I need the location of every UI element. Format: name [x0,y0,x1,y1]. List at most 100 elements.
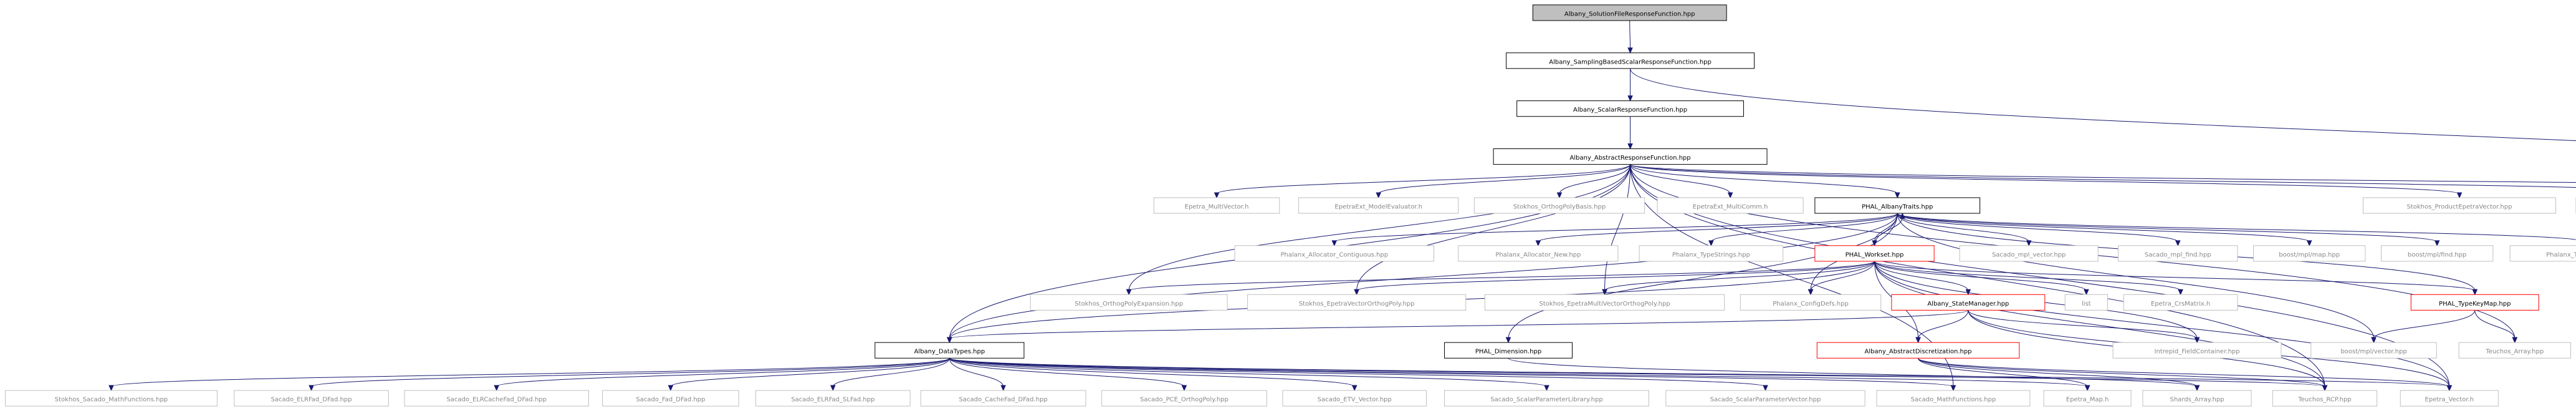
node-label: Sacado_ScalarParameterVector.hpp [1710,397,1821,404]
edge-phal_dim-to-shards_array [1508,357,2200,392]
edge-abstract_resp-to-stokhos_pemv [1630,164,2576,188]
node-box [2400,390,2499,407]
edge-phal_workset-to-epetra_vector [1874,261,2453,392]
node-box [1493,148,1768,165]
edge-scalar-to-abstract_resp [1627,116,1633,150]
edge-phal_workset-to-list [1874,261,2089,296]
node-sampling[interactable]: Albany_SamplingBasedScalarResponseFuncti… [1506,52,1755,69]
node-sacado-pce[interactable]: Sacado_PCE_OrthogPoly.hpp [1101,390,1267,407]
node-epetra-map[interactable]: Epetra_Map.h [2043,390,2132,407]
node-epetra-crs[interactable]: Epetra_CrsMatrix.h [2123,294,2238,311]
node-albany-sm[interactable]: Albany_StateManager.hpp [1891,294,2046,311]
node-box [1814,245,1935,262]
node-box [1484,294,1725,311]
node-box [234,390,389,407]
edge-albany_dt-to-sacado_cache [949,358,1006,392]
edge-phal_tkm-to-boost_vector [2371,310,2476,344]
node-teuchos-rcp[interactable]: Teuchos_RCP.hpp [2272,390,2378,407]
node-sacado-elrsl[interactable]: Sacado_ELRFad_SLFad.hpp [755,390,911,407]
node-label: PHAL_TypeKeyMap.hpp [2439,301,2511,307]
node-phalanx-ts[interactable]: Phalanx_TypeStrings.hpp [1639,245,1784,262]
edge-root-to-sampling [1627,20,1633,54]
edge-albany_ad-to-shards_array [1918,357,2200,392]
edge-albany_dt-to-sacado_mf [949,357,1956,392]
node-phalanx-ac[interactable]: Phalanx_Allocator_Contiguous.hpp [1234,245,1434,262]
edge-abstract_resp-to-phal_traits [1630,164,1900,199]
node-box [1444,390,1649,407]
node-epetraext-mc[interactable]: EpetraExt_MultiComm.h [1657,197,1804,214]
node-box [1473,197,1645,214]
node-stokhos-pev[interactable]: Stokhos_ProductEpetraVector.hpp [2362,197,2557,214]
node-phalanx-tb[interactable]: Phalanx_Traits_Base.hpp [2509,245,2576,262]
node-label: Epetra_Vector.h [2425,397,2474,404]
edge-albany_sm-to-intrepid_fc [1968,310,2200,344]
node-box [602,390,739,407]
node-label: Albany_SamplingBasedScalarResponseFuncti… [1549,59,1712,65]
node-albany-ad[interactable]: Albany_AbstractDiscretization.hpp [1816,342,2020,359]
node-label: Sacado_ELRFad_DFad.hpp [271,397,352,404]
node-boost-map[interactable]: boost/mpl/map.hpp [2253,245,2366,262]
node-list[interactable]: list [2064,294,2109,311]
node-label: Sacado_PCE_OrthogPoly.hpp [1140,397,1228,404]
node-label: PHAL_AlbanyTraits.hpp [1862,204,1933,211]
node-phalanx-cd[interactable]: Phalanx_ConfigDefs.hpp [1740,294,1882,311]
node-box [1876,390,2031,407]
node-phal-workset[interactable]: PHAL_Workset.hpp [1814,245,1935,262]
node-box [1298,197,1459,214]
node-intrepid-fc[interactable]: Intrepid_FieldContainer.hpp [2112,342,2282,359]
node-albany-dt[interactable]: Albany_DataTypes.hpp [874,342,1025,359]
edge-abstract_resp-to-stokhos_opb [1556,164,1631,199]
node-stokhos-emvop[interactable]: Stokhos_EpetraMultiVectorOrthogPoly.hpp [1484,294,1725,311]
edge-albany_dt-to-epetra_map [949,357,2090,392]
node-phal-dim[interactable]: PHAL_Dimension.hpp [1444,342,1573,359]
node-sacado-etv[interactable]: Sacado_ETV_Vector.hpp [1282,390,1427,407]
edge-sampling-to-scalar [1627,68,1633,102]
node-label: PHAL_Workset.hpp [1846,251,1904,258]
node-sacado-spv[interactable]: Sacado_ScalarParameterVector.hpp [1665,390,1865,407]
node-box [1153,197,1280,214]
node-sacado-elrc[interactable]: Sacado_ELRCacheFad_DFad.hpp [404,390,589,407]
node-sacado-mpl-find[interactable]: Sacado_mpl_find.hpp [2118,245,2238,262]
node-box [1532,4,1727,21]
node-box [2112,342,2282,359]
node-stokhos-opb[interactable]: Stokhos_OrthogPolyBasis.hpp [1473,197,1645,214]
node-phal-traits[interactable]: PHAL_AlbanyTraits.hpp [1814,197,1981,214]
node-abstract-resp[interactable]: Albany_AbstractResponseFunction.hpp [1493,148,1768,165]
node-scalar[interactable]: Albany_ScalarResponseFunction.hpp [1516,100,1744,117]
node-sacado-cache[interactable]: Sacado_CacheFad_DFad.hpp [920,390,1086,407]
node-sacado-mpl-vector[interactable]: Sacado_mpl_vector.hpp [1959,245,2099,262]
node-label: boost/mpl/map.hpp [2279,251,2340,258]
node-sacado-spl[interactable]: Sacado_ScalarParameterLibrary.hpp [1444,390,1649,407]
node-stokhos-evop[interactable]: Stokhos_EpetraVectorOrthogPoly.hpp [1247,294,1467,311]
node-label: Albany_SolutionFileResponseFunction.hpp [1564,11,1695,17]
node-sacado-mf[interactable]: Sacado_MathFunctions.hpp [1876,390,2031,407]
node-boost-vector[interactable]: boost/mpl/vector.hpp [2310,342,2437,359]
edge-phal_traits-to-phal_dim [1505,213,1898,344]
node-epetra-vector[interactable]: Epetra_Vector.h [2400,390,2499,407]
node-epetraext-me[interactable]: EpetraExt_ModelEvaluator.h [1298,197,1459,214]
node-label: Albany_AbstractDiscretization.hpp [1865,349,1972,355]
node-box [1030,294,1228,311]
node-box [2272,390,2378,407]
edge-abstract_resp-to-epetra_mv [1214,164,1631,199]
node-label: list [2082,301,2091,307]
node-phalanx-an[interactable]: Phalanx_Allocator_New.hpp [1458,245,1619,262]
node-sacado-elr[interactable]: Sacado_ELRFad_DFad.hpp [234,390,389,407]
edge-albany_ad-to-teuchos_rcp [1918,357,2328,392]
node-shards-array[interactable]: Shards_Array.hpp [2142,390,2252,407]
node-sacado-fad[interactable]: Sacado_Fad_DFad.hpp [602,390,739,407]
node-box [874,342,1025,359]
node-boost-find[interactable]: boost/mpl/find.hpp [2380,245,2494,262]
node-stokhos-ope[interactable]: Stokhos_OrthogPolyExpansion.hpp [1030,294,1228,311]
node-epetra-mv[interactable]: Epetra_MultiVector.h [1153,197,1280,214]
node-box [2509,245,2576,262]
node-phal-tkm[interactable]: PHAL_TypeKeyMap.hpp [2410,294,2539,311]
node-label: Albany_StateManager.hpp [1927,301,2009,307]
node-stokhos-smf[interactable]: Stokhos_Sacado_MathFunctions.hpp [5,390,218,407]
node-label: boost/mpl/find.hpp [2408,251,2467,258]
node-box [2362,197,2557,214]
node-teuchos-array[interactable]: Teuchos_Array.hpp [2458,342,2571,359]
edge-phal_traits-to-phalanx_tb [1897,213,2576,240]
edge-phal_workset-to-phal_traits [1874,212,1905,246]
nodes-layer: Albany_SolutionFileResponseFunction.hppA… [5,4,2576,407]
